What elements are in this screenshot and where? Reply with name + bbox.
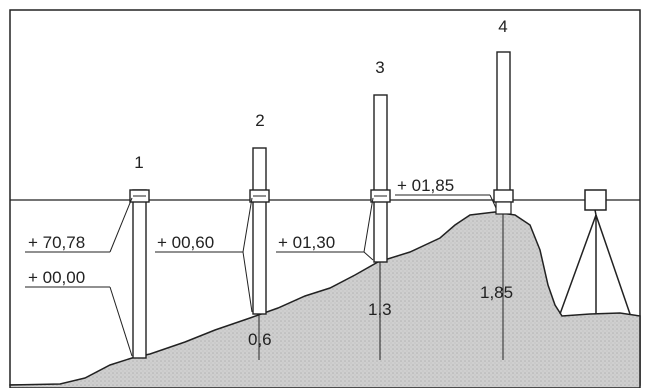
label-leaders	[25, 194, 497, 357]
ground-profile	[9, 211, 641, 388]
staff-3	[370, 94, 391, 263]
staff-number-3: 3	[375, 58, 384, 77]
staff-2	[249, 147, 270, 315]
reading-label-4: + 01,85	[397, 176, 454, 195]
height-value-3: 1,3	[368, 300, 392, 319]
staff-number-2: 2	[255, 111, 264, 130]
reading-label-3: + 01,30	[278, 233, 335, 252]
staff-number-1: 1	[134, 153, 143, 172]
reading-label-1: + 70,78	[28, 233, 85, 252]
staff-number-4: 4	[498, 17, 507, 36]
height-value-2: 0,6	[248, 330, 272, 349]
level-instrument	[559, 189, 631, 315]
staff-4	[493, 51, 514, 215]
height-value-4: 1,85	[480, 283, 513, 302]
secondary-label-1: + 00,00	[28, 268, 85, 287]
reading-label-2: + 00,60	[157, 233, 214, 252]
staff-1	[129, 189, 150, 359]
